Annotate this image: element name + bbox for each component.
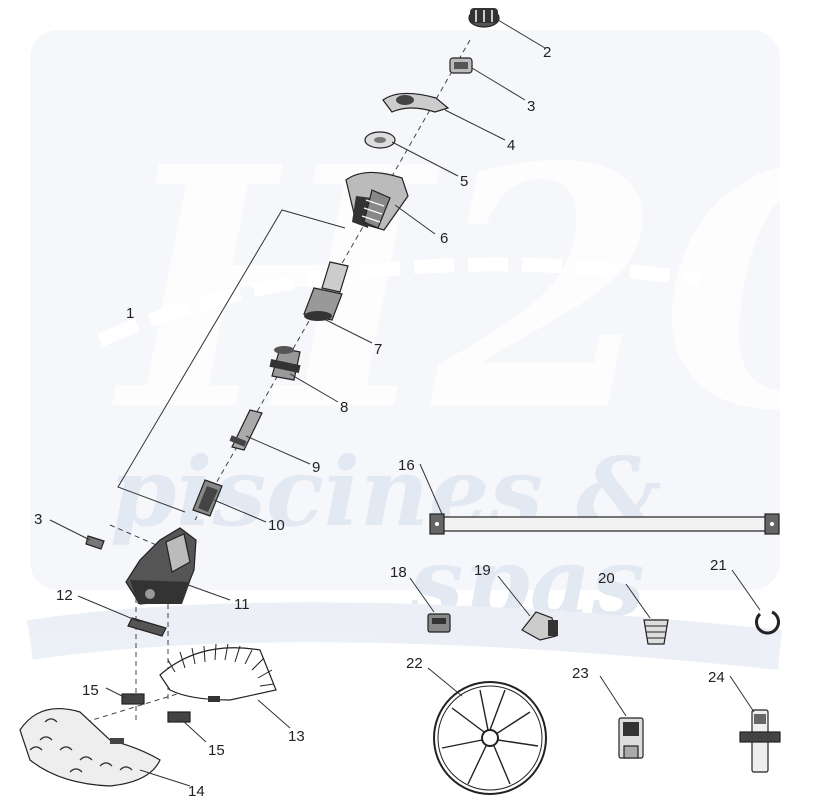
callout-16: 16 <box>398 457 415 474</box>
part-15-clip-left <box>121 693 145 705</box>
part-12-skid <box>127 617 167 637</box>
callout-14: 14 <box>188 783 205 800</box>
part-3-ring-top <box>449 57 473 74</box>
part-24-valve <box>739 709 781 773</box>
part-16-long-tube <box>429 513 780 535</box>
callout-4: 4 <box>507 137 515 154</box>
part-13-brush-fan <box>159 643 277 702</box>
callout-18: 18 <box>390 564 407 581</box>
part-18-connector <box>427 613 451 633</box>
part-19-elbow <box>521 611 558 641</box>
axis-3-to-11 <box>109 524 169 551</box>
part-6-handle-body <box>345 171 409 231</box>
callout-13: 13 <box>288 728 305 745</box>
callout-21: 21 <box>710 557 727 574</box>
part-21-c-clip <box>755 610 780 635</box>
part-15-clip-right <box>167 711 191 723</box>
callout-3-left: 3 <box>34 511 42 528</box>
callout-2: 2 <box>543 44 551 61</box>
callout-23: 23 <box>572 665 589 682</box>
callout-19: 19 <box>474 562 491 579</box>
part-8-coupling-nut <box>269 346 301 381</box>
part-23-adapter <box>618 717 644 759</box>
part-7-sleeve <box>303 261 349 321</box>
leader-lines <box>49 19 761 787</box>
callout-12: 12 <box>56 587 73 604</box>
callout-20: 20 <box>598 570 615 587</box>
callout-8: 8 <box>340 399 348 416</box>
part-3-pin <box>85 535 105 550</box>
watermark-letters: H2O <box>110 95 813 483</box>
part-14-skirt <box>19 708 161 787</box>
callout-15-right: 15 <box>208 742 225 759</box>
part-2-cap <box>468 8 500 28</box>
callout-24: 24 <box>708 669 725 686</box>
part-22-disc <box>433 681 547 795</box>
callout-11: 11 <box>234 596 250 613</box>
callout-1: 1 <box>126 305 134 322</box>
part-10-connector <box>192 479 223 517</box>
callout-5: 5 <box>460 173 468 190</box>
part-5-oval-cap <box>364 131 396 149</box>
callout-22: 22 <box>406 655 423 672</box>
callout-10: 10 <box>268 517 285 534</box>
part-20-grommet <box>643 619 669 645</box>
callout-6: 6 <box>440 230 448 247</box>
callout-3-top: 3 <box>527 98 535 115</box>
callout-labels: 2 3 4 5 6 1 7 8 9 10 3 11 12 15 15 13 14… <box>34 44 727 800</box>
callout-7: 7 <box>374 341 382 358</box>
part-4-handle-cover <box>382 92 450 113</box>
callout-15-left: 15 <box>82 682 99 699</box>
callout-9: 9 <box>312 459 320 476</box>
part-11-head-body <box>125 527 197 605</box>
part-9-tube <box>229 409 263 451</box>
bracket-part-1 <box>117 209 346 513</box>
